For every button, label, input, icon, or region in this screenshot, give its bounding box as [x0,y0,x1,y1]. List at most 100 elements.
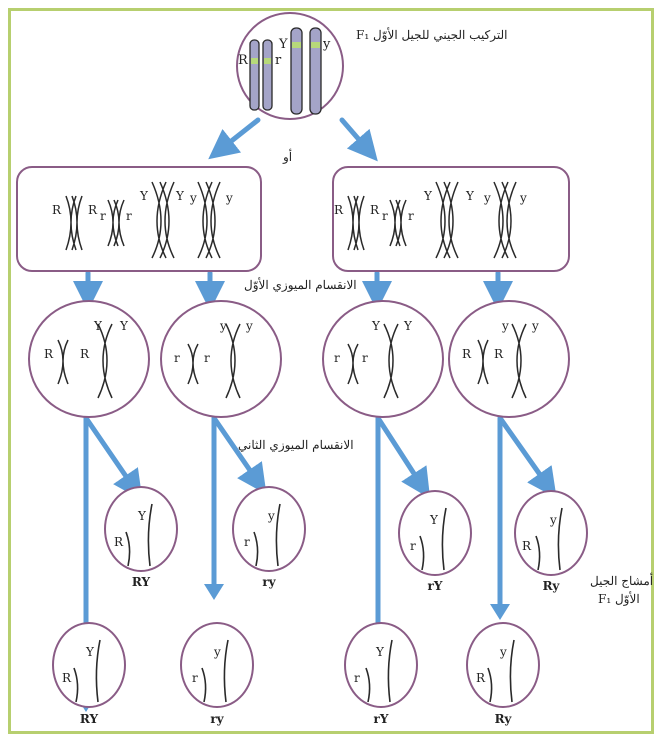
chromosome-R [250,40,259,110]
svg-text:Y: Y [429,513,439,527]
svg-text:R: R [80,347,90,361]
svg-text:Y: Y [85,645,95,659]
svg-text:y: y [219,319,227,333]
chromosome-r [263,40,272,110]
svg-text:R: R [522,539,532,553]
svg-text:R: R [476,671,486,685]
chromatid-top-1-a [126,532,130,566]
allele-band-r [264,58,271,64]
svg-text:r: r [334,351,340,365]
gamete-label-bottom-3: rY [361,712,401,726]
svg-text:r: r [244,535,250,549]
svg-text:Y: Y [465,189,475,203]
svg-text:Y: Y [403,319,413,333]
tetrad-1-left [66,196,82,250]
allele-label-r: r [275,53,282,68]
gamete-label-top-2: ry [249,575,289,589]
svg-text:Y: Y [119,319,129,333]
chromatid-bottom-3-a [366,668,370,702]
chromatid-top-3-a [420,536,424,570]
chromatid-bottom-1-a [74,668,78,702]
tetrad-2-right [390,200,406,246]
svg-text:r: r [100,209,106,223]
chromatid-bottom-4-b [510,640,514,702]
chromosome-Y [291,28,302,114]
svg-text:y: y [483,191,491,205]
svg-text:r: r [354,671,360,685]
allele-label-y: y [322,37,331,52]
svg-text:y: y [267,509,275,523]
chromatid-bottom-1-b [96,640,100,702]
svg-text:Y: Y [139,189,149,203]
gametes-label-line1: أمشاج الجيل [590,574,653,588]
svg-text:y: y [189,191,197,205]
chromatid-top-3-b [442,508,446,570]
tetrad-1-right [348,196,364,250]
gamete-label-bottom-2: ry [197,712,237,726]
tetrad-3-left [152,182,174,258]
f1-genotype-label: التركيب الجيني للجيل الأوّل F₁ [356,28,508,42]
dyad-3a [348,344,358,384]
allele-band-Y [292,42,301,48]
svg-text:R: R [44,347,54,361]
svg-text:y: y [499,645,507,659]
dyad-4a [478,340,488,384]
dyad-2a [188,344,198,384]
svg-text:r: r [408,209,414,223]
dyad-1b [98,324,112,398]
dyad-4b [512,324,526,398]
svg-text:y: y [549,513,557,527]
chromatid-top-2-b [276,504,280,566]
chromatid-top-2-a [254,532,258,566]
chromosome-y [310,28,321,114]
svg-text:r: r [174,351,180,365]
chromatid-bottom-2-b [224,640,228,702]
svg-text:r: r [410,539,416,553]
dyad-3b [384,324,398,398]
svg-text:Y: Y [137,509,147,523]
svg-text:R: R [88,203,98,217]
svg-text:R: R [370,203,380,217]
svg-text:r: r [192,671,198,685]
chromatid-top-4-b [558,508,562,570]
tetrad-2-left [108,200,124,246]
svg-text:Y: Y [93,319,103,333]
gametes-label-line2: الأوّل F₁ [598,592,640,606]
svg-text:r: r [204,351,210,365]
tetrad-4-left [198,182,220,258]
svg-text:Y: Y [175,189,185,203]
allele-label-R: R [238,53,249,68]
svg-text:r: r [382,209,388,223]
svg-text:R: R [62,671,72,685]
dyad-1a [58,340,68,384]
allele-band-y [311,42,320,48]
tetrad-3-right [436,182,458,258]
svg-text:R: R [494,347,504,361]
svg-text:R: R [462,347,472,361]
gamete-label-top-4: Ry [531,579,571,593]
gamete-label-top-1: RY [121,575,161,589]
gamete-label-bottom-1: RY [69,712,109,726]
meiosis-2-label: الانقسام الميوزي الثاني [238,438,354,452]
svg-text:y: y [519,191,527,205]
svg-text:r: r [126,209,132,223]
svg-text:R: R [114,535,124,549]
chromatid-bottom-4-a [488,668,492,702]
svg-text:r: r [362,351,368,365]
svg-text:y: y [213,645,221,659]
svg-text:R: R [334,203,344,217]
svg-text:y: y [225,191,233,205]
tetrad-4-right [494,182,516,258]
svg-text:Y: Y [371,319,381,333]
svg-text:y: y [501,319,509,333]
svg-text:Y: Y [375,645,385,659]
dyad-2b [226,324,240,398]
chromatid-bottom-2-a [202,668,206,702]
chromatid-bottom-3-b [388,640,392,702]
meiosis-1-label: الانقسام الميوزي الأوّل [244,278,357,292]
svg-text:Y: Y [423,189,433,203]
svg-text:y: y [245,319,253,333]
svg-text:y: y [531,319,539,333]
